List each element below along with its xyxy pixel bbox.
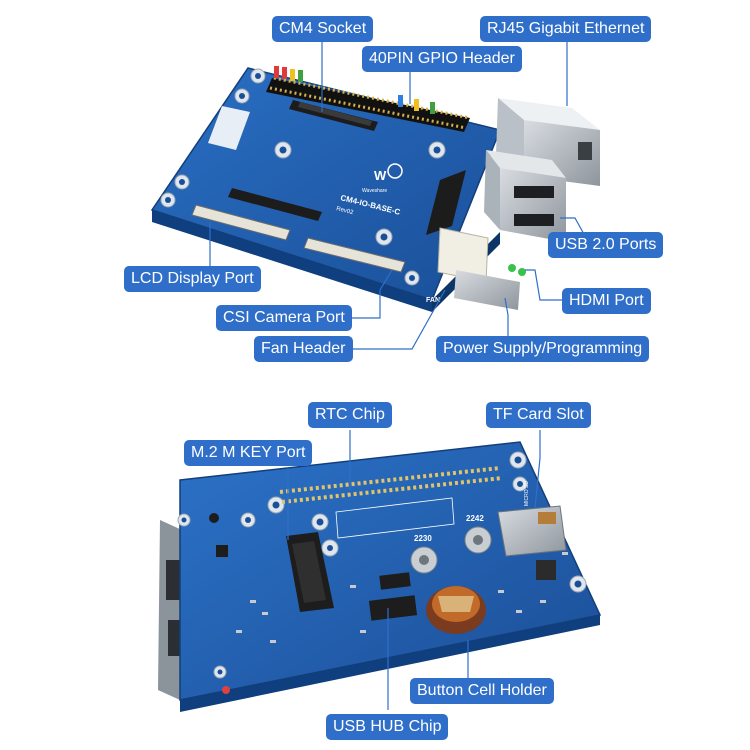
passive-components: [236, 552, 568, 643]
callout-usb-hub-chip: USB HUB Chip: [326, 714, 449, 740]
mounting-holes: [160, 68, 446, 286]
callout-button-cell: Button Cell Holder: [410, 678, 554, 704]
revision-silkscreen: Rev02: [336, 206, 355, 216]
usb-hub-chip: [368, 595, 418, 621]
callout-rtc-chip: RTC Chip: [308, 402, 392, 428]
small-button: [209, 513, 219, 523]
bottom-board-edge: [180, 615, 600, 712]
waveshare-logo: W: [374, 163, 403, 183]
button-cell-holder: [426, 586, 486, 634]
label-pad: [208, 106, 250, 150]
bottom-board-pcb: [179, 441, 602, 701]
top-board-edge: [152, 210, 432, 312]
gpio-pads: [279, 466, 501, 494]
bottom-mounting-holes: [177, 451, 587, 679]
callout-cm4-socket: CM4 Socket: [272, 16, 374, 42]
bottom-board: 2230 2242 MICRO SD: [158, 441, 602, 712]
inductor: [536, 560, 556, 580]
usb-silkscreen: USB: [480, 317, 495, 324]
screw-label-2230: 2230: [414, 534, 432, 543]
screw-label-2242: 2242: [466, 514, 484, 523]
cm4-socket: [228, 100, 378, 221]
callout-gpio-header: 40PIN GPIO Header: [362, 46, 522, 72]
red-led: [222, 686, 230, 694]
callout-tf-card-slot: TF Card Slot: [486, 402, 591, 428]
svg-text:W: W: [374, 168, 387, 183]
callout-m2-port: M.2 M KEY Port: [184, 440, 313, 466]
gpio-header: [266, 66, 471, 132]
callout-csi-port: CSI Camera Port: [216, 305, 352, 331]
callout-lcd-port: LCD Display Port: [124, 266, 261, 292]
silkscreen-table: [335, 497, 455, 539]
callout-fan-header: Fan Header: [254, 336, 353, 362]
callout-power-programming: Power Supply/Programming: [436, 336, 650, 362]
callout-hdmi-port: HDMI Port: [562, 288, 651, 314]
micro-sd-silkscreen: MICRO SD: [524, 481, 530, 506]
side-connectors: [158, 520, 182, 700]
top-board: W Waveshare CM4-IO-BASE-C Rev02 FAN USB: [150, 66, 600, 324]
usb-c-port: [454, 270, 520, 310]
fan-silkscreen: FAN: [426, 297, 440, 304]
usb-ports: [484, 150, 566, 242]
callout-rj45: RJ45 Gigabit Ethernet: [480, 16, 652, 42]
side-fpc-connector: [426, 170, 466, 235]
brand-silkscreen: Waveshare: [362, 188, 387, 194]
csi-fpc-connector: [303, 237, 406, 273]
callout-usb2-ports: USB 2.0 Ports: [548, 232, 664, 258]
status-led: [508, 264, 516, 272]
small-chip: [216, 545, 228, 557]
status-led: [518, 268, 526, 276]
rtc-chip: [379, 572, 411, 590]
lcd-fpc-connector: [191, 204, 291, 241]
tf-card-slot: MICRO SD: [497, 481, 567, 557]
